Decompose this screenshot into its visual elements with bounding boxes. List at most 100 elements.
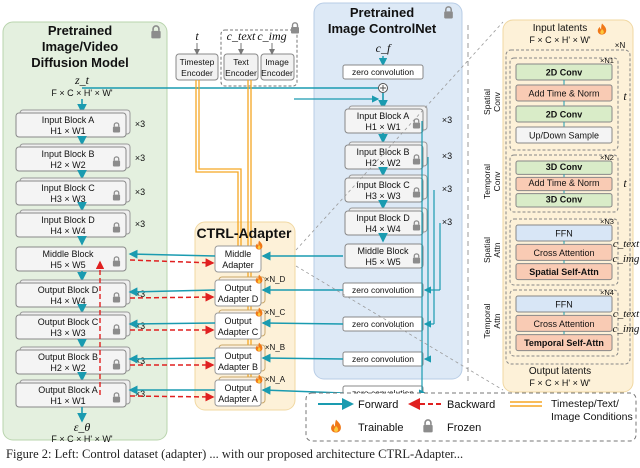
adapter-block-repeat: ×N_A: [265, 375, 286, 384]
adapter-block-name-2: Adapter: [222, 260, 254, 270]
diffusion-block-name: Output Block C: [38, 317, 99, 327]
diffusion-block-dims: H3 × W3: [50, 328, 85, 338]
adapter-layer-label: FFN: [555, 300, 573, 310]
adapter-block-repeat: ×N_C: [265, 308, 286, 317]
controlnet-block-dims: H2 × W2: [365, 158, 400, 168]
encoder-ctext-label: c_text: [227, 29, 256, 43]
latent-input-shape: F × C × H' × W': [51, 88, 112, 98]
adapter-block-repeat: ×N_D: [265, 275, 286, 284]
zero-conv-to-adapter-arrow: [261, 353, 344, 363]
diffusion-block-dims: H2 × W2: [50, 363, 85, 373]
controlnet-block-name: Middle Block: [357, 246, 409, 256]
diffusion-block-box: [15, 112, 127, 138]
side-input-t-1: t: [623, 89, 627, 103]
adapter-section-repeat: ×N4: [600, 288, 614, 297]
adapter-block-repeat: ×N_B: [265, 343, 285, 352]
adapter-section-label-1: Temporal: [482, 164, 492, 199]
text-encoder-line2: Encoder: [225, 68, 257, 78]
adapter-section-repeat: ×N1: [600, 56, 614, 65]
architecture-diagram: Pretrained Image/Video Diffusion Model z…: [2, 2, 640, 444]
adapter-section-frame: [509, 289, 619, 357]
adapter-forward-arrow: [128, 249, 216, 259]
diffusion-block-dims: H4 × W4: [50, 226, 85, 236]
diffusion-model-title-1: Pretrained: [48, 23, 112, 38]
output-latents-shape: F × C × H' × W': [529, 378, 590, 388]
diffusion-block: Input Block AH1 × W1×3: [15, 109, 145, 146]
legend-backward: Backward: [447, 399, 495, 411]
adapter-layer-label: Add Time & Norm: [528, 89, 599, 99]
side-input-ctext-2: c_text: [613, 308, 640, 320]
adapter-section-frame: [509, 218, 619, 286]
text-encoder-line1: Text: [233, 57, 249, 67]
adapter-layer-label: Spatial Self-Attn: [529, 267, 599, 277]
diffusion-block: Output Block CH3 × W3 ×3: [15, 311, 145, 349]
adapter-backward-arrow: [129, 258, 215, 268]
output-latents: Output latents: [529, 366, 591, 377]
diffusion-block: Input Block DH4 × W4×3: [15, 209, 145, 246]
adapter-layer-label: 2D Conv: [546, 110, 583, 120]
diffusion-block: Output Block BH2 × W2×3: [15, 346, 145, 382]
adapter-layer-label: Temporal Self-Attn: [524, 338, 604, 348]
controlnet-block: Input Block BH2 × W2×3: [344, 141, 452, 177]
diffusion-model-title-3: Diffusion Model: [31, 55, 129, 70]
adapter-section-label-2: Conv: [492, 171, 502, 192]
adapter-section-label-2: Conv: [492, 91, 502, 112]
timestep-encoder-line2: Encoder: [181, 68, 213, 78]
controlnet-block-dims: H3 × W3: [365, 191, 400, 201]
adapter-forward-arrow: [128, 354, 216, 364]
controlnet-block-repeat: ×3: [442, 217, 452, 227]
diffusion-block: Output Block DH4 × W4×3: [15, 279, 145, 314]
adapter-backward-arrow: [129, 292, 215, 302]
legend-conditions-1: Timestep/Text/: [551, 398, 619, 410]
controlnet-block-box: [344, 108, 424, 134]
zero-conv-label: zero convolution: [352, 285, 414, 295]
diffusion-block-repeat: ×3: [135, 219, 145, 229]
controlnet-block-name: Input Block D: [356, 213, 410, 223]
figure-caption: Figure 2: Left: Control dataset (adapter…: [6, 447, 464, 461]
diffusion-block-name: Input Block A: [42, 115, 95, 125]
adapter-block-name-1: Output: [224, 383, 252, 393]
adapter-layer-label: Cross Attention: [533, 319, 594, 329]
diffusion-block-dims: H1 × W1: [50, 126, 85, 136]
adapter-block-name-2: Adapter A: [218, 394, 258, 404]
controlnet-block-dims: H5 × W5: [365, 257, 400, 267]
controlnet-block: Input Block CH3 × W3×3: [344, 174, 452, 210]
adapter-layer-label: 3D Conv: [546, 162, 583, 172]
adapter-block-box: [214, 379, 262, 407]
adapter-section-label-1: Temporal: [482, 303, 492, 338]
diffusion-block-dims: H3 × W3: [50, 194, 85, 204]
legend-conditions-2: Image Conditions: [551, 411, 633, 423]
diffusion-block-name: Output Block B: [38, 352, 98, 362]
controlnet-block-repeat: ×3: [442, 115, 452, 125]
adapter-layer-box: [515, 193, 613, 208]
controlnet-block-name: Input Block B: [356, 147, 409, 157]
adapter-block-box: [214, 245, 262, 273]
adapter-block-name-2: Adapter B: [218, 362, 258, 372]
output-shape: F × C × H' × W': [51, 434, 112, 444]
image-encoder-line1: Image: [265, 57, 289, 67]
adapter-section-label-2: Attn: [492, 313, 502, 328]
adapter-forward-arrow: [128, 287, 216, 297]
adapter-layer-box: [515, 263, 613, 281]
encoder-group-frame: [220, 29, 298, 87]
controlnet-block-box: [344, 243, 424, 269]
adapter-layer-label: Up/Down Sample: [529, 131, 599, 141]
diffusion-block-box: [15, 212, 127, 238]
encoder-lock-icon: [290, 22, 300, 34]
controlnet-block-dims: H1 × W1: [365, 122, 400, 132]
diffusion-block-repeat: ×3: [135, 321, 145, 331]
legend-frozen: Frozen: [447, 422, 481, 434]
encoder-t-label: t: [195, 29, 199, 43]
diffusion-model-title-2: Image/Video: [42, 39, 118, 54]
controlnet-block-name: Input Block A: [357, 111, 410, 121]
diffusion-block-box: [15, 314, 127, 340]
legend-forward: Forward: [358, 399, 398, 411]
adapter-layer-label: Cross Attention: [533, 248, 594, 258]
adapter-layer-box: [515, 243, 613, 261]
adapter-layer-label: 3D Conv: [546, 195, 583, 205]
adapter-block-name-1: Output: [224, 316, 252, 326]
adapter-block-box: [214, 347, 262, 375]
